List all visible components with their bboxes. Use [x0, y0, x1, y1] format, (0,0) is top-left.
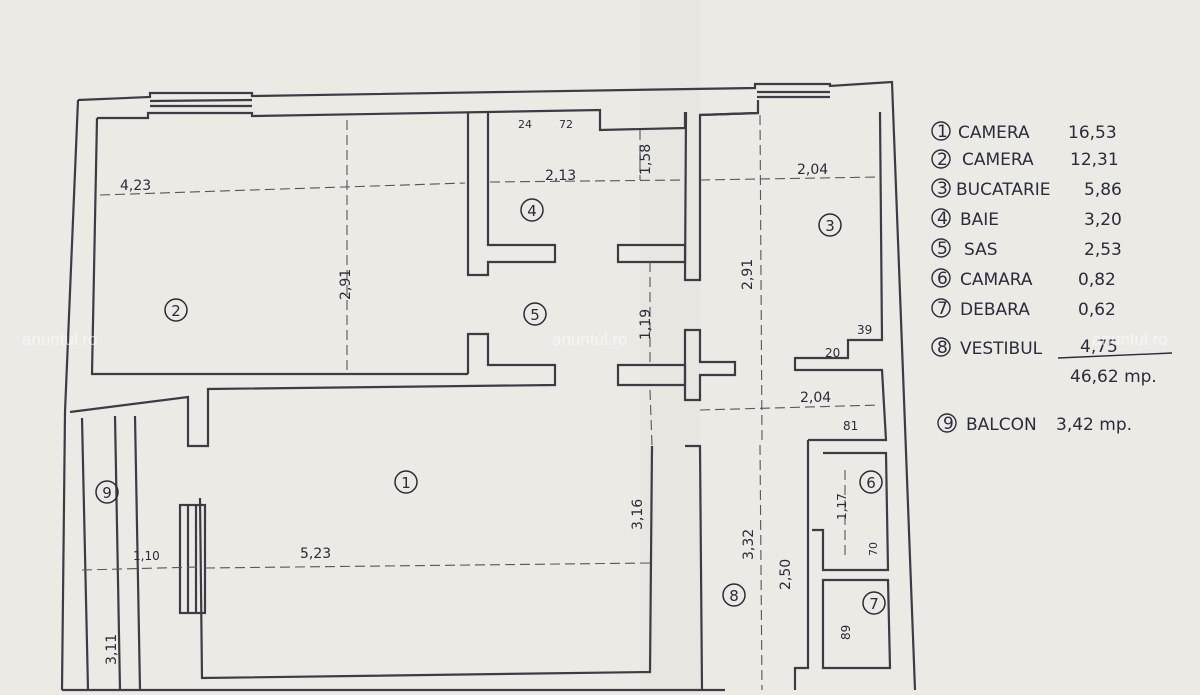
svg-text:BALCON: BALCON — [966, 415, 1037, 435]
svg-text:12,31: 12,31 — [1070, 150, 1119, 170]
svg-text:4: 4 — [937, 209, 948, 229]
svg-text:CAMERA: CAMERA — [958, 123, 1030, 143]
svg-text:BAIE: BAIE — [960, 210, 999, 230]
svg-text:BUCATARIE: BUCATARIE — [956, 180, 1051, 200]
room-marker-1-label: 1 — [401, 474, 411, 492]
watermark: anuntul.ro — [22, 330, 98, 349]
dimension-lines — [81, 114, 881, 691]
dim-kitchen-width: 2,04 — [797, 162, 828, 178]
svg-text:5,86: 5,86 — [1084, 180, 1122, 200]
svg-text:CAMERA: CAMERA — [962, 150, 1034, 170]
total-area: 46,62 mp. — [1070, 367, 1157, 387]
total-underline — [1057, 352, 1173, 359]
watermark: anuntul.ro — [1092, 330, 1168, 349]
dim-room2-width: 4,23 — [120, 178, 151, 194]
dim-sas-depth: 1,19 — [638, 309, 654, 340]
legend-item: 1 CAMERA 16,53 — [931, 121, 1117, 143]
legend-item: 5 SAS 2,53 — [931, 238, 1122, 260]
legend-item: 7 DEBARA 0,62 — [931, 298, 1116, 320]
svg-text:0,62: 0,62 — [1078, 300, 1116, 320]
room-marker-3 — [818, 213, 842, 237]
dim-balcony-width: 1,10 — [133, 549, 160, 563]
dim-room2-depth: 2,91 — [338, 269, 354, 300]
dim-kitchen-depth: 2,91 — [740, 259, 756, 290]
walls — [60, 80, 917, 692]
room-marker-5-label: 5 — [530, 306, 540, 324]
svg-text:7: 7 — [937, 299, 948, 319]
room-marker-1 — [394, 470, 418, 494]
svg-text:3,42 mp.: 3,42 mp. — [1056, 415, 1132, 435]
svg-text:2,53: 2,53 — [1084, 240, 1122, 260]
svg-text:1: 1 — [937, 122, 948, 142]
watermark: anuntul.ro — [552, 330, 628, 349]
room-marker-7 — [862, 591, 886, 615]
dim-kitchen-small-a: 39 — [857, 323, 872, 337]
dim-kitchen-small-b: 20 — [825, 346, 840, 360]
legend-item: 2 CAMERA 12,31 — [931, 149, 1119, 170]
dim-balcony-depth: 3,11 — [104, 634, 120, 665]
dim-hall-width: 2,04 — [800, 390, 831, 406]
room-number-markers — [95, 198, 886, 615]
room-marker-9-label: 9 — [102, 484, 112, 502]
legend-balcony: 9 BALCON 3,42 mp. — [937, 413, 1132, 435]
dim-hall-small: 81 — [843, 419, 858, 433]
svg-text:0,82: 0,82 — [1078, 270, 1116, 290]
dim-bath-small-a: 24 — [518, 118, 532, 131]
dim-closet-depth: 89 — [839, 625, 853, 640]
room-marker-8-label: 8 — [729, 587, 739, 605]
room-marker-5 — [523, 302, 547, 326]
svg-text:9: 9 — [943, 414, 954, 434]
dim-bath-depth: 1,58 — [638, 144, 654, 175]
svg-text:SAS: SAS — [964, 240, 998, 260]
room-marker-4 — [520, 198, 544, 222]
dim-pantry-depth: 1,17 — [835, 493, 849, 520]
dim-room1-depth: 3,16 — [630, 499, 646, 530]
room-marker-9 — [95, 480, 119, 504]
svg-text:5: 5 — [937, 239, 948, 259]
room-marker-2-label: 2 — [171, 302, 181, 320]
room-legend: 1 CAMERA 16,53 2 CAMERA 12,31 3 BUCATARI… — [931, 121, 1173, 435]
legend-item: 4 BAIE 3,20 — [931, 208, 1122, 230]
room-marker-7-label: 7 — [869, 595, 879, 613]
room-marker-6-label: 6 — [866, 474, 876, 492]
room-marker-4-label: 4 — [527, 202, 537, 220]
room-marker-3-label: 3 — [825, 217, 835, 235]
room-marker-2 — [164, 298, 188, 322]
room-marker-8 — [722, 583, 746, 607]
dim-bath-small-b: 72 — [559, 118, 573, 131]
dim-room1-width: 5,23 — [300, 546, 331, 562]
svg-text:CAMARA: CAMARA — [960, 270, 1033, 290]
svg-text:6: 6 — [937, 269, 948, 289]
dim-hall-inner: 2,50 — [778, 559, 794, 590]
svg-text:VESTIBUL: VESTIBUL — [960, 339, 1043, 359]
legend-item: 3 BUCATARIE 5,86 — [931, 178, 1122, 200]
dim-bath-width: 2,13 — [545, 168, 576, 184]
svg-text:3,20: 3,20 — [1084, 210, 1122, 230]
dim-hall-depth: 3,32 — [741, 529, 757, 560]
legend-item: 8 VESTIBUL 4,75 — [931, 337, 1118, 359]
svg-text:8: 8 — [937, 338, 948, 358]
svg-text:DEBARA: DEBARA — [960, 300, 1030, 320]
room-marker-6 — [859, 470, 883, 494]
svg-text:3: 3 — [937, 179, 948, 199]
svg-text:4,75: 4,75 — [1080, 337, 1118, 357]
svg-text:2: 2 — [937, 150, 948, 170]
legend-item: 6 CAMARA 0,82 — [931, 268, 1116, 290]
dim-pantry-width: 70 — [867, 542, 880, 556]
svg-text:16,53: 16,53 — [1068, 123, 1117, 143]
